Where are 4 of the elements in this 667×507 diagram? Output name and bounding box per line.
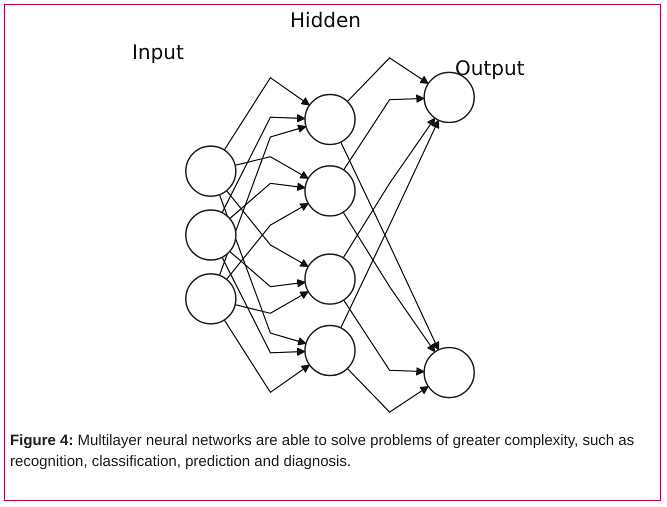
- layer-label: Output: [455, 56, 524, 80]
- layer-label: Hidden: [290, 8, 361, 32]
- layer-label: Input: [132, 40, 184, 64]
- figure-caption: Figure 4: Multilayer neural networks are able to solve problems of greater complexity, such as recognition, classification, prediction and diagnosis.: [10, 431, 636, 472]
